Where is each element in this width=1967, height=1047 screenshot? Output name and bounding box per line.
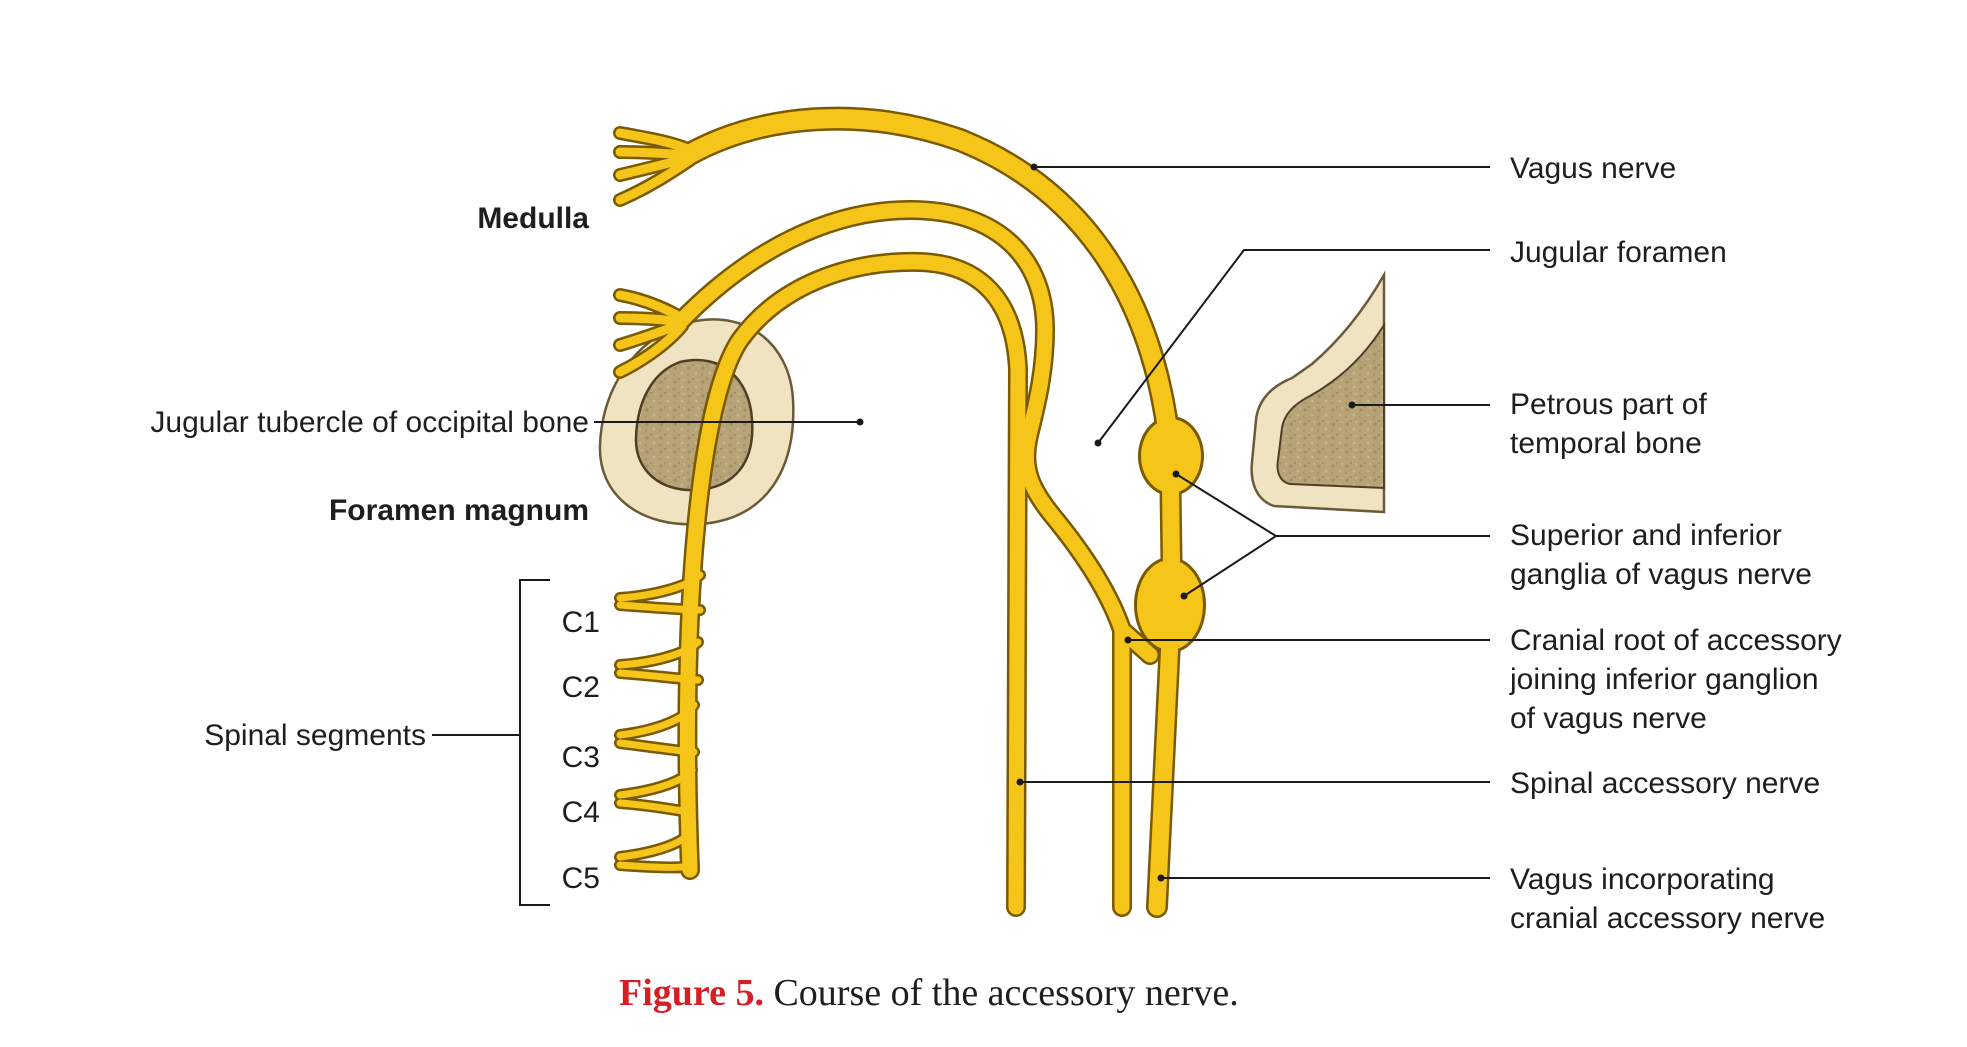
- caption-number: Figure 5.: [619, 972, 764, 1014]
- label-ganglia-line2: ganglia of vagus nerve: [1510, 558, 1812, 591]
- label-c1: C1: [562, 606, 600, 639]
- label-petrous-line2: temporal bone: [1510, 427, 1702, 460]
- leader-lines: [432, 163, 1490, 882]
- nerve-fills: [615, 109, 1203, 916]
- label-vagus-incorp-line2: cranial accessory nerve: [1510, 902, 1825, 935]
- label-medulla: Medulla: [477, 202, 589, 235]
- label-spinal-segments: Spinal segments: [204, 719, 426, 752]
- label-c5: C5: [562, 862, 600, 895]
- label-c2: C2: [562, 671, 600, 704]
- label-spinal-accessory: Spinal accessory nerve: [1510, 767, 1820, 800]
- label-vagus-nerve: Vagus nerve: [1510, 152, 1676, 185]
- label-cranial-root-line3: of vagus nerve: [1510, 702, 1707, 735]
- figure-caption: Figure 5. Course of the accessory nerve.: [619, 972, 1239, 1014]
- label-petrous-line1: Petrous part of: [1510, 388, 1707, 421]
- label-cranial-root-line2: joining inferior ganglion: [1509, 663, 1819, 696]
- label-jugular-tubercle: Jugular tubercle of occipital bone: [150, 406, 589, 439]
- label-c4: C4: [562, 796, 600, 829]
- label-cranial-root-line1: Cranial root of accessory: [1510, 624, 1842, 657]
- spinal-segments-bracket: [519, 579, 550, 906]
- label-vagus-incorp-line1: Vagus incorporating: [1510, 863, 1775, 896]
- caption-text: Course of the accessory nerve.: [764, 972, 1239, 1014]
- label-foramen-magnum: Foramen magnum: [329, 494, 589, 527]
- petrous-temporal-bone: [1250, 270, 1386, 514]
- label-c3: C3: [562, 741, 600, 774]
- label-jugular-foramen: Jugular foramen: [1510, 236, 1727, 269]
- label-ganglia-line1: Superior and inferior: [1510, 519, 1782, 552]
